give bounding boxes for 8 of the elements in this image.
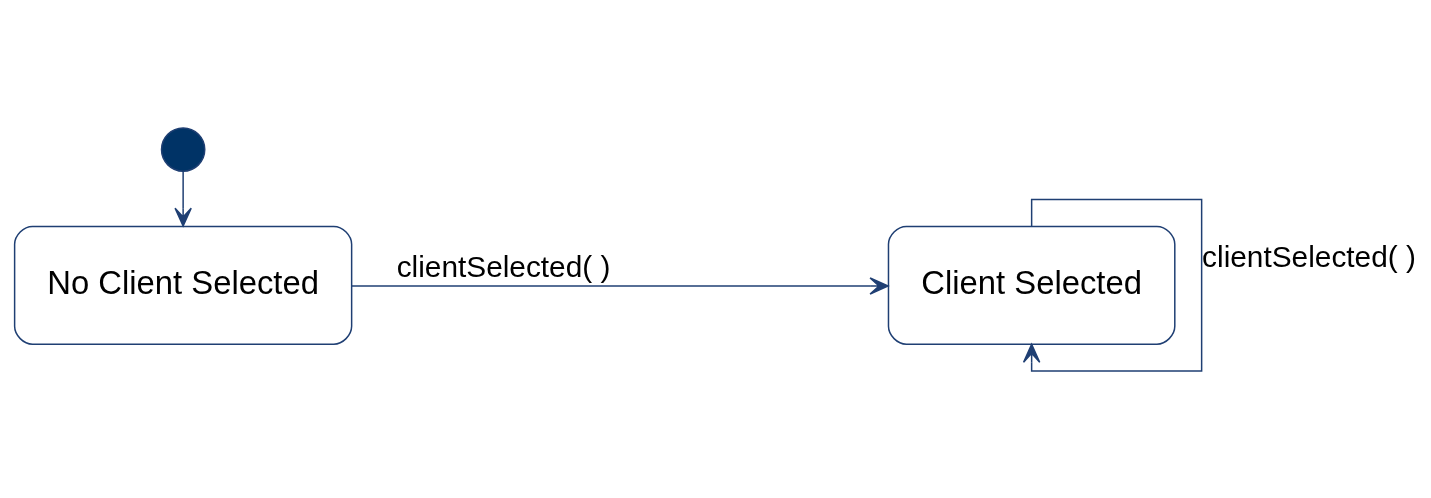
node-box: Client Selected <box>887 225 1176 345</box>
edge-label: clientSelected( ) <box>396 249 611 283</box>
node-circle <box>160 126 206 172</box>
edge-label: clientSelected( ) <box>1202 239 1416 273</box>
node-box: No Client Selected <box>13 225 353 345</box>
arrow <box>1022 198 1203 372</box>
arrow <box>351 276 889 295</box>
arrow <box>174 170 192 227</box>
